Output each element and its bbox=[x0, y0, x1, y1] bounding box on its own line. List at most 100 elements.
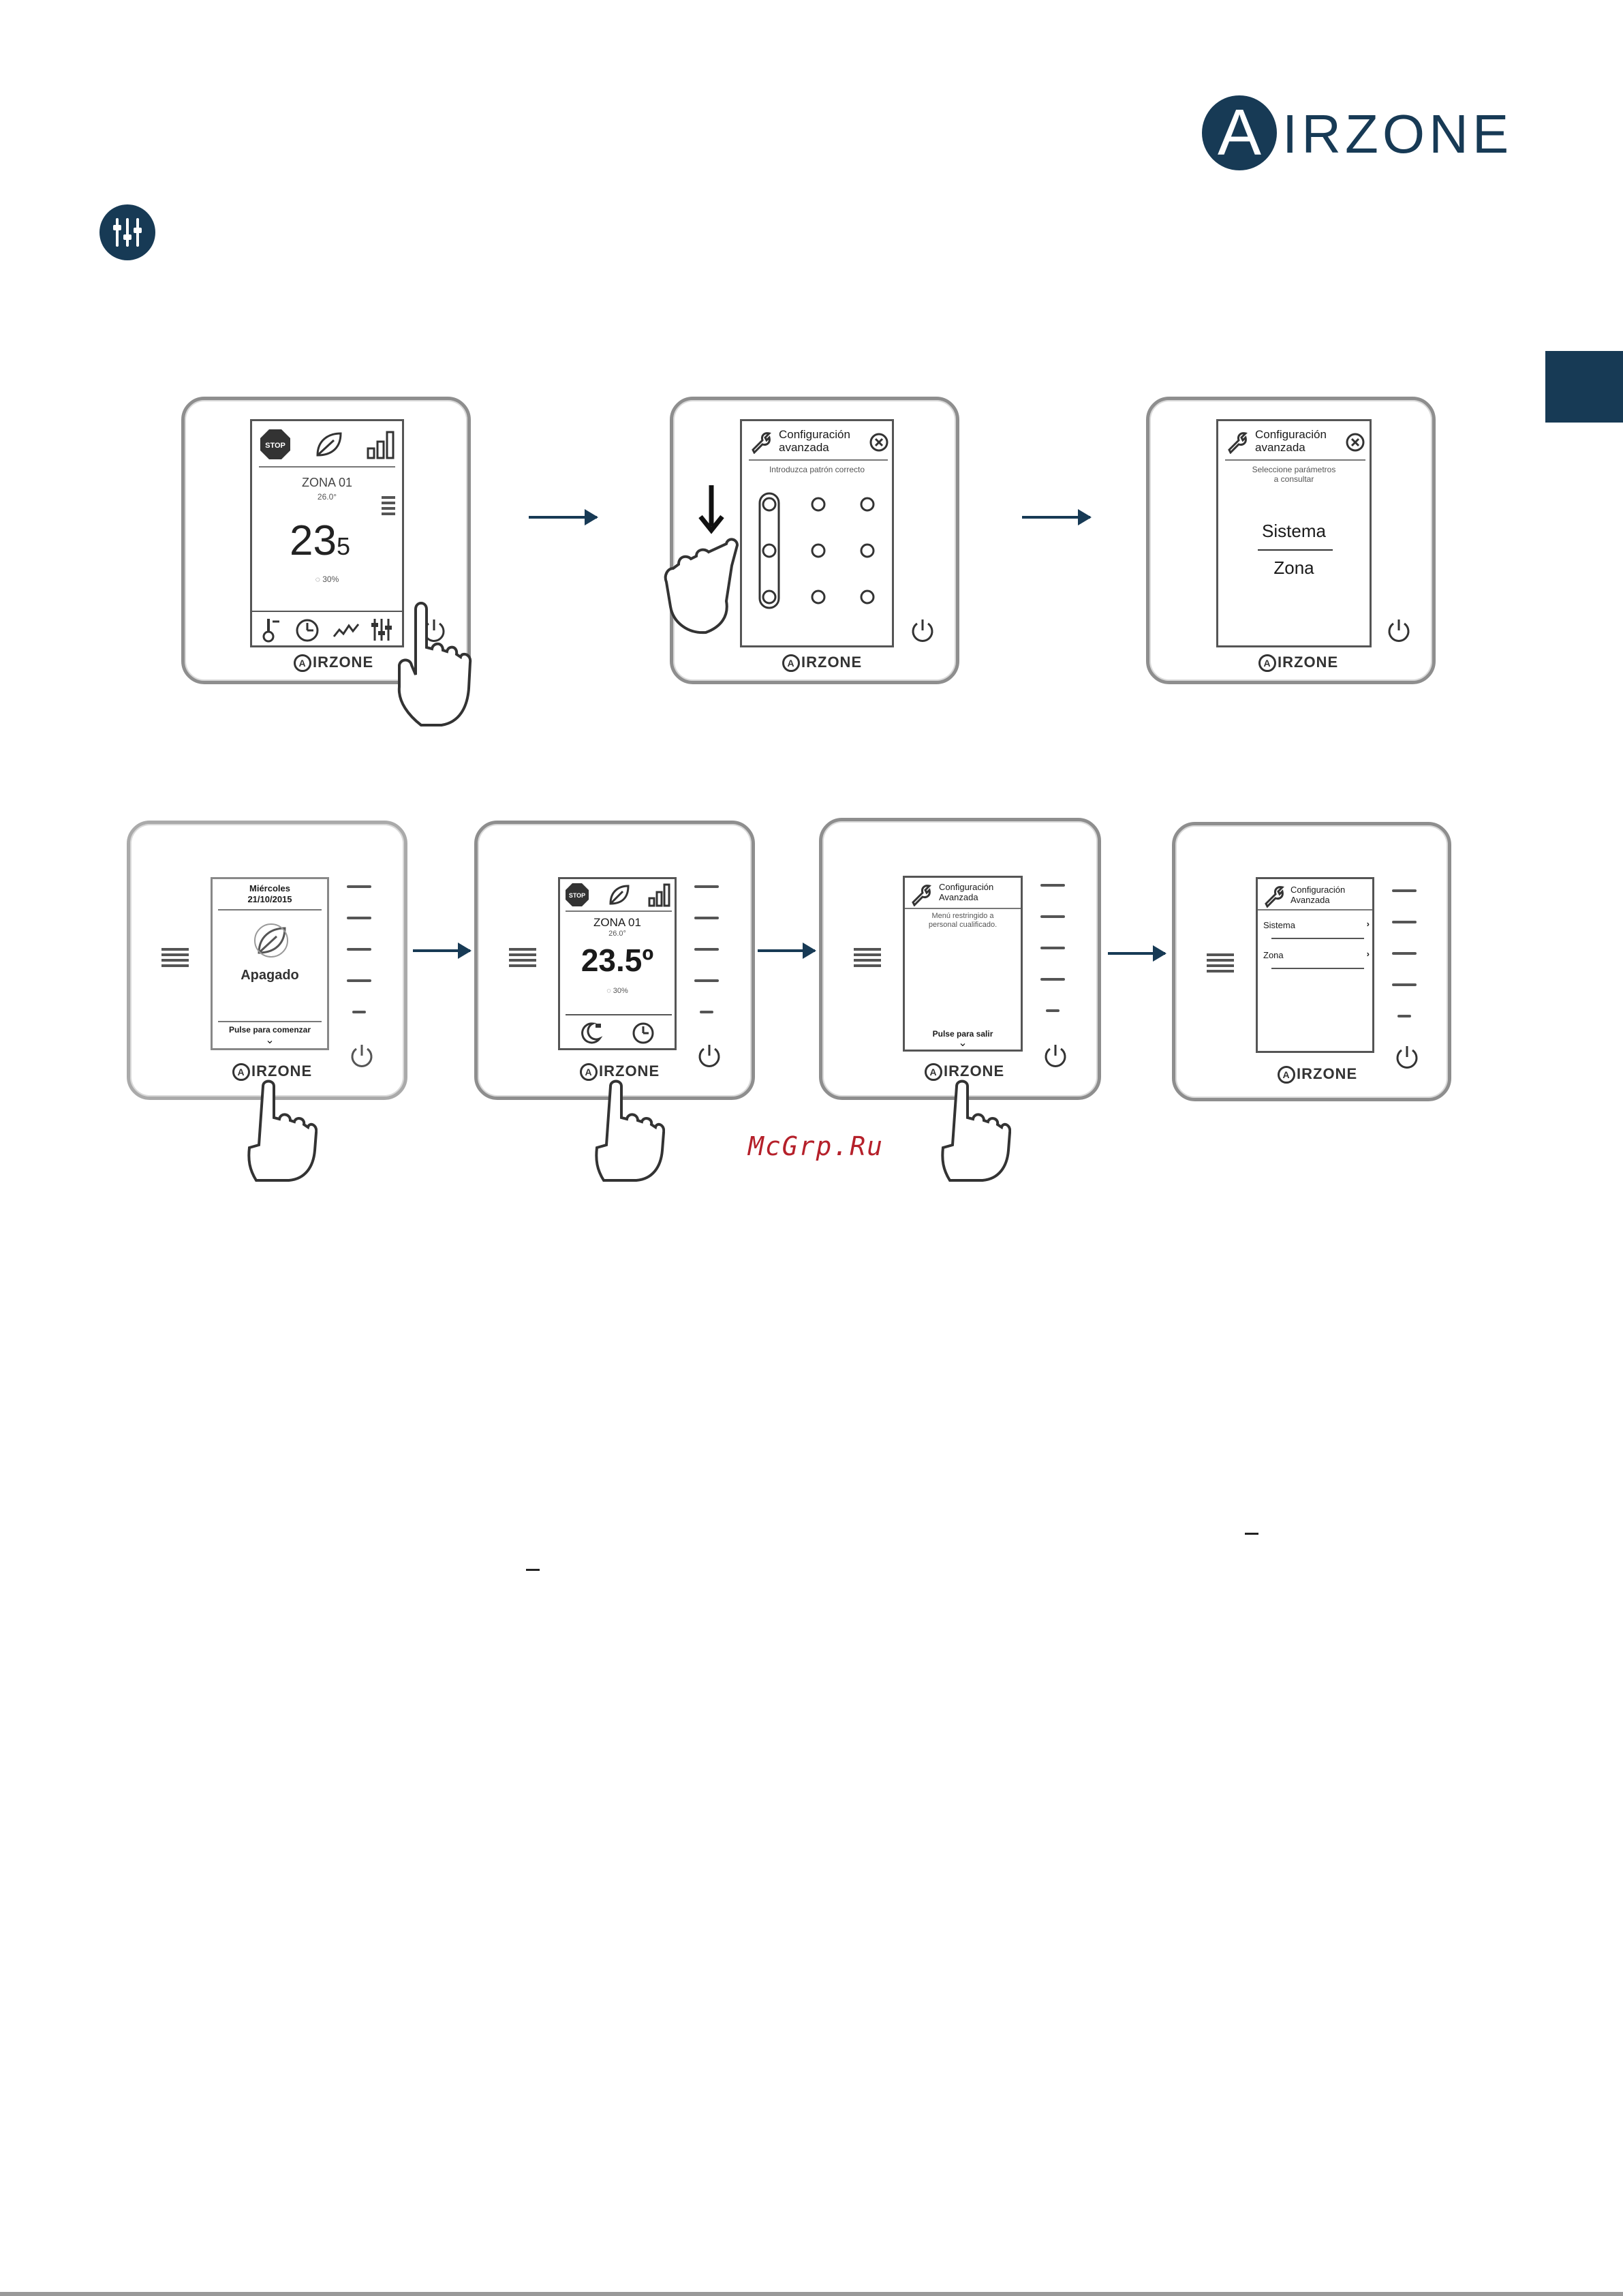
title: Configuración avanzada bbox=[1255, 428, 1327, 454]
airzone-brand-logo: A IRZONE bbox=[1202, 95, 1509, 177]
pointing-hand-icon bbox=[664, 538, 739, 634]
option-sistema[interactable]: Sistema bbox=[1262, 521, 1326, 541]
close-icon[interactable] bbox=[1345, 432, 1365, 453]
title-line1: Configuración bbox=[939, 882, 994, 892]
power-icon[interactable] bbox=[1385, 617, 1412, 644]
brand-name: IRZONE bbox=[1282, 104, 1513, 164]
divider bbox=[1258, 909, 1372, 910]
title-line1: Configuración bbox=[1255, 428, 1327, 441]
pointing-hand-icon bbox=[247, 1080, 318, 1182]
humidity-value: ◌ 30% bbox=[252, 575, 402, 584]
svg-text:STOP: STOP bbox=[265, 442, 285, 450]
menu-lines-icon bbox=[161, 948, 189, 970]
divider bbox=[1271, 968, 1364, 969]
signal-icon bbox=[365, 428, 398, 461]
display: Configuración avanzada Introduzca patrón… bbox=[740, 419, 894, 647]
divider bbox=[749, 459, 888, 461]
power-icon[interactable] bbox=[1393, 1043, 1421, 1071]
sliders-icon bbox=[99, 204, 155, 260]
option-zona[interactable]: Zona bbox=[1273, 557, 1314, 578]
menu-lines-icon bbox=[382, 496, 395, 518]
humidity-text: 30% bbox=[613, 987, 628, 995]
exit-prompt[interactable]: Pulse para salir bbox=[932, 1029, 993, 1039]
divider bbox=[905, 908, 1021, 909]
chevron-right-icon: › bbox=[1366, 919, 1370, 929]
humidity-text: 30% bbox=[322, 575, 339, 584]
menu-item-label: Sistema bbox=[1263, 920, 1295, 930]
slider-marks bbox=[1392, 889, 1417, 1046]
divider bbox=[218, 1021, 322, 1022]
power-icon[interactable] bbox=[348, 1042, 375, 1069]
signal-icon bbox=[647, 882, 673, 908]
pointing-hand-icon bbox=[941, 1080, 1011, 1182]
title-line2: Avanzada bbox=[939, 892, 978, 902]
instruction-line2: a consultar bbox=[1273, 474, 1314, 484]
humidity-drop-icon: ◌ bbox=[315, 575, 323, 584]
display: Miércoles 21/10/2015 Apagado Pulse para … bbox=[211, 877, 329, 1050]
menu-lines-icon bbox=[1207, 953, 1234, 975]
stop-icon: STOP bbox=[259, 428, 292, 461]
chevron-down-icon[interactable]: ⌄ bbox=[958, 1037, 968, 1049]
title: Configuración avanzada bbox=[779, 428, 850, 454]
power-icon[interactable] bbox=[1042, 1042, 1069, 1069]
power-icon[interactable] bbox=[909, 617, 936, 644]
zone-name: ZONA 01 bbox=[593, 916, 641, 929]
thermometer-icon[interactable] bbox=[260, 616, 285, 643]
message-line1: Menú restringido a bbox=[931, 912, 994, 920]
eco-leaf-icon bbox=[253, 923, 289, 958]
weekday: Miércoles bbox=[249, 883, 290, 893]
thermostat-off-screen: Miércoles 21/10/2015 Apagado Pulse para … bbox=[127, 821, 407, 1100]
pattern-grid[interactable] bbox=[756, 489, 885, 612]
wrench-icon bbox=[1225, 429, 1250, 455]
device-logo-text: IRZONE bbox=[801, 654, 863, 671]
start-prompt[interactable]: Pulse para comenzar bbox=[228, 1025, 311, 1035]
divider bbox=[566, 910, 672, 912]
arrow-right-icon bbox=[1108, 945, 1166, 962]
sliders-icon[interactable] bbox=[368, 616, 395, 643]
close-icon[interactable] bbox=[869, 432, 889, 453]
sleep-icon[interactable] bbox=[578, 1021, 604, 1045]
chevron-down-icon[interactable]: ⌄ bbox=[265, 1035, 275, 1046]
wave-icon[interactable] bbox=[333, 620, 360, 641]
menu-item-sistema[interactable]: Sistema › bbox=[1263, 919, 1370, 935]
section-tab bbox=[1545, 351, 1623, 423]
divider bbox=[1258, 549, 1333, 551]
divider bbox=[566, 1014, 672, 1015]
stop-icon: STOP bbox=[564, 882, 590, 908]
status-off: Apagado bbox=[241, 968, 299, 983]
title-line2: avanzada bbox=[779, 441, 829, 454]
instruction-line1: Seleccione parámetros bbox=[1252, 465, 1336, 474]
power-icon[interactable] bbox=[696, 1042, 723, 1069]
date: 21/10/2015 bbox=[247, 894, 292, 904]
device-logo-text: IRZONE bbox=[944, 1062, 1005, 1080]
footer-rule bbox=[0, 2292, 1623, 2296]
arrow-right-icon bbox=[413, 943, 472, 959]
display: Configuración Avanzada Menú restringido … bbox=[903, 876, 1023, 1052]
clock-icon[interactable] bbox=[294, 617, 320, 643]
device-logo-text: IRZONE bbox=[599, 1062, 660, 1080]
menu-item-zona[interactable]: Zona › bbox=[1263, 949, 1370, 965]
thermostat-pattern-screen: Configuración avanzada Introduzca patrón… bbox=[670, 397, 959, 684]
title: Configuración Avanzada bbox=[1290, 885, 1345, 905]
display: STOP ZONA 01 26.0° 23.5º ◌ 30% bbox=[558, 877, 677, 1050]
temperature-decimal: 5 bbox=[336, 532, 350, 560]
display: Configuración Avanzada Sistema › Zona › bbox=[1256, 877, 1374, 1053]
eco-leaf-icon bbox=[606, 882, 632, 908]
title: Configuración Avanzada bbox=[939, 882, 993, 902]
message-line2: personal cualificado. bbox=[928, 921, 998, 929]
thermostat-menu-screen: Configuración Avanzada Sistema › Zona › … bbox=[1172, 822, 1451, 1101]
setpoint-value: 26.0° bbox=[608, 930, 626, 938]
temperature-value: 23.5º bbox=[581, 943, 654, 978]
clock-icon[interactable] bbox=[631, 1021, 655, 1045]
arrow-down-icon bbox=[698, 485, 724, 534]
display: STOP ZONA 01 26.0° 235 ◌ 30% bbox=[250, 419, 404, 647]
display: Configuración avanzada Seleccione paráme… bbox=[1216, 419, 1372, 647]
menu-item-label: Zona bbox=[1263, 950, 1284, 960]
